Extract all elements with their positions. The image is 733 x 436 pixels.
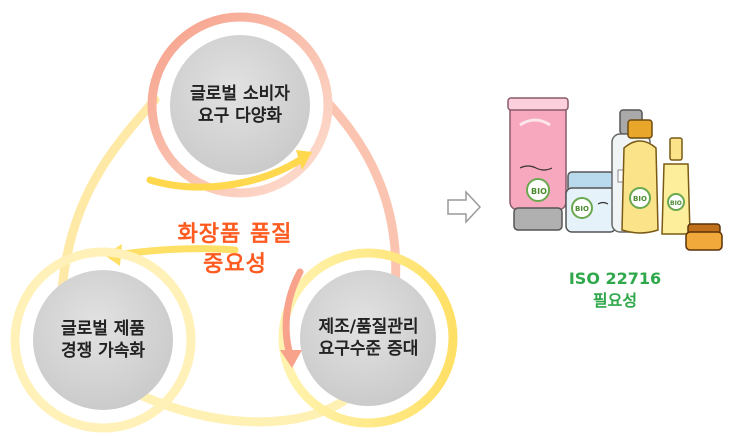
node-right-line2: 요구수준 증대 bbox=[318, 339, 419, 359]
center-title-line1: 화장품 품질 bbox=[177, 222, 293, 247]
node-left-line2: 경쟁 가속화 bbox=[60, 341, 146, 361]
center-title: 화장품 품질 중요성 bbox=[160, 220, 310, 280]
node-ring-right bbox=[278, 248, 458, 428]
cycle-arrow-right bbox=[282, 268, 304, 359]
cosmetics-illustration: BIO BIO BIO BIO bbox=[507, 97, 723, 251]
iso-label-line1: ISO 22716 bbox=[568, 269, 662, 288]
node-circle-left bbox=[33, 270, 173, 410]
bio-label-slim: BIO bbox=[670, 200, 682, 207]
node-top-line1: 글로벌 소비자 bbox=[190, 84, 290, 104]
bio-label-jar: BIO bbox=[575, 205, 589, 213]
node-label-right: 제조/품질관리 요구수준 증대 bbox=[296, 316, 441, 360]
node-ring-left bbox=[10, 247, 196, 433]
amber-jar bbox=[685, 223, 723, 251]
yellow-bottle-slim bbox=[661, 137, 691, 235]
node-circle-top bbox=[170, 35, 310, 175]
bio-label-tube: BIO bbox=[531, 187, 547, 196]
cycle-arrow-top-head bbox=[296, 150, 312, 170]
right-arrow-icon bbox=[447, 190, 482, 224]
center-title-line2: 중요성 bbox=[203, 252, 267, 277]
pink-tube bbox=[507, 97, 569, 231]
iso-label: ISO 22716 필요성 bbox=[545, 268, 685, 312]
blue-jar bbox=[565, 171, 617, 233]
node-right-line1: 제조/품질관리 bbox=[318, 317, 419, 337]
node-top-line2: 요구 다양화 bbox=[197, 106, 283, 126]
node-circle-right bbox=[300, 270, 436, 406]
iso-label-line2: 필요성 bbox=[592, 291, 638, 310]
node-label-left: 글로벌 제품 경쟁 가속화 bbox=[33, 318, 173, 362]
cycle-arrow-top bbox=[146, 156, 304, 191]
flow-arc-top-right bbox=[325, 100, 401, 295]
node-ring-top bbox=[147, 12, 333, 198]
node-left-line1: 글로벌 제품 bbox=[60, 319, 146, 339]
cycle-arrow-right-head bbox=[280, 350, 302, 368]
node-label-top: 글로벌 소비자 요구 다양화 bbox=[170, 83, 310, 127]
bio-label-bottle: BIO bbox=[633, 195, 647, 203]
yellow-bottle-large bbox=[621, 119, 659, 234]
